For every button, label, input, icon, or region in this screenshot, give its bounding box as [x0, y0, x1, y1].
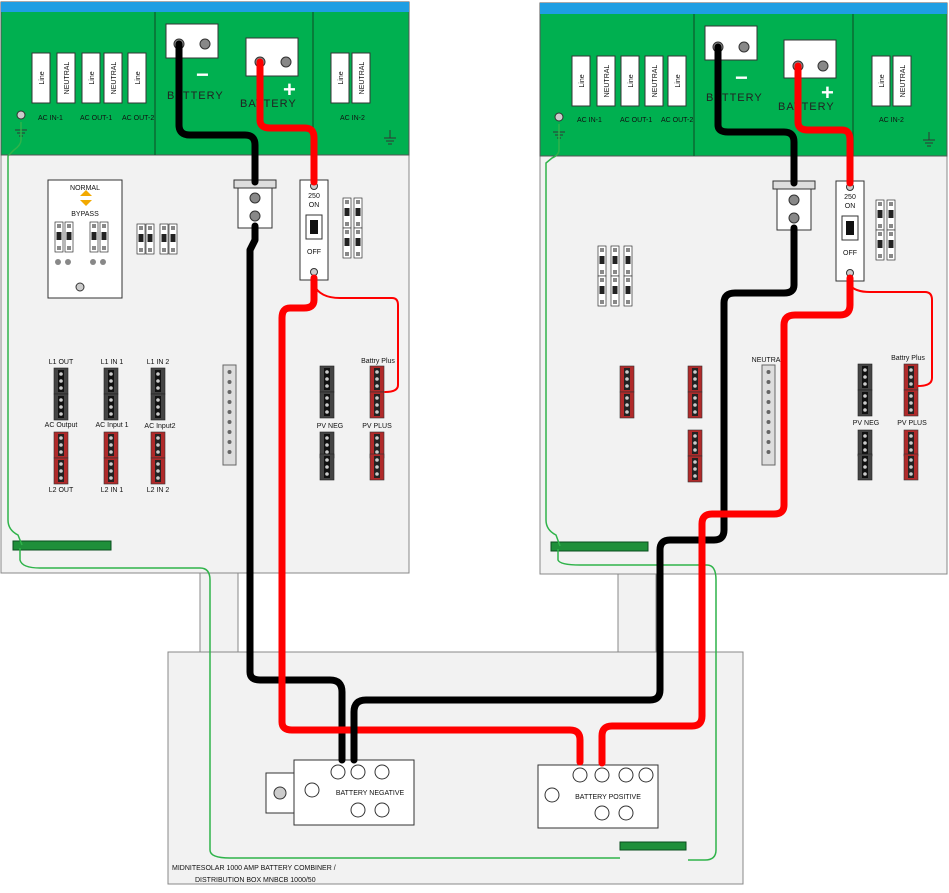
- main-breaker-right: 250 ON OFF: [835, 180, 865, 282]
- label-ac-out-2: AC OUT-2: [122, 115, 154, 122]
- label-l2-in-1: L2 IN 1: [101, 487, 124, 494]
- ground-bar-right: [550, 541, 649, 552]
- label-battery-positive: BATTERY POSITIVE: [575, 794, 641, 801]
- ground-wires: [7, 122, 717, 861]
- terminal-line-3: Line: [675, 74, 682, 87]
- terminal-neutral-2: NEUTRAL: [652, 65, 659, 98]
- breaker-off: OFF: [307, 249, 321, 256]
- label-pv-neg: PV NEG: [317, 423, 343, 430]
- label-bypass: BYPASS: [71, 211, 99, 218]
- terminal-line-1: Line: [39, 71, 46, 84]
- label-ac-in-1: AC IN-1: [38, 115, 63, 122]
- main-breaker-left: 250 ON OFF: [299, 179, 329, 281]
- battery-wires: [175, 40, 933, 767]
- label-battery-positive: BATTERY: [778, 101, 835, 113]
- label-ac-in-2: AC IN-2: [879, 117, 904, 124]
- minus-sign: −: [196, 62, 209, 87]
- ground-bar-left: [12, 540, 112, 551]
- breaker-on: ON: [309, 202, 320, 209]
- combiner-title-line2: DISTRIBUTION BOX MNBCB 1000/50: [195, 877, 316, 884]
- label-ac-out-1: AC OUT-1: [620, 117, 652, 124]
- label-l1-out: L1 OUT: [49, 359, 74, 366]
- combiner-title-line1: MIDNITESOLAR 1000 AMP BATTERY COMBINER /: [172, 865, 336, 872]
- terminal-line-4: Line: [879, 74, 886, 87]
- terminal-line-2: Line: [89, 71, 96, 84]
- terminal-line-3: Line: [135, 71, 142, 84]
- label-ac-output: AC Output: [45, 422, 78, 429]
- label-battery-plus: Battry Plus: [361, 358, 395, 365]
- label-ac-input-2: AC Input2: [144, 423, 175, 430]
- label-battery-plus: Battry Plus: [891, 355, 925, 362]
- label-ac-out-2: AC OUT-2: [661, 117, 693, 124]
- terminal-neutral-1: NEUTRAL: [64, 62, 71, 95]
- terminal-neutral-2: NEUTRAL: [111, 62, 118, 95]
- label-normal: NORMAL: [70, 185, 100, 192]
- breaker-rating: 250: [308, 193, 320, 200]
- shunt-right: [772, 180, 816, 231]
- label-neutral: NEUTRAL: [752, 357, 785, 364]
- combiner-box: BATTERY NEGATIVE BATTERY POSITIVE MIDNIT…: [167, 651, 744, 885]
- busbar-group-left: L1 OUT L1 IN 1 L1 IN 2 AC Output AC Inpu…: [45, 358, 396, 494]
- terminal-neutral-4: NEUTRAL: [900, 65, 907, 98]
- label-l1-in-2: L1 IN 2: [147, 359, 170, 366]
- label-battery-negative: BATTERY NEGATIVE: [336, 790, 405, 797]
- terminal-neutral-4: NEUTRAL: [359, 62, 366, 95]
- label-pv-plus: PV PLUS: [897, 420, 927, 427]
- terminal-line-1: Line: [579, 74, 586, 87]
- busbar-group-right: NEUTRAL Battry Plus PV NEG PV PLUS: [619, 355, 927, 483]
- bypass-switch-left: NORMAL BYPASS: [47, 179, 123, 299]
- plus-sign: +: [821, 80, 834, 105]
- terminal-line-4: Line: [338, 71, 345, 84]
- label-l2-out: L2 OUT: [49, 487, 74, 494]
- label-ac-input-1: AC Input 1: [95, 422, 128, 429]
- label-pv-plus: PV PLUS: [362, 423, 392, 430]
- terminal-neutral-1: NEUTRAL: [604, 65, 611, 98]
- label-l1-in-1: L1 IN 1: [101, 359, 124, 366]
- breaker-rating: 250: [844, 194, 856, 201]
- label-l2-in-2: L2 IN 2: [147, 487, 170, 494]
- minus-sign: −: [735, 65, 748, 90]
- inverter-left: Line NEUTRAL Line NEUTRAL Line Line NEUT…: [0, 1, 410, 156]
- ground-bar-combiner: [619, 841, 687, 851]
- ac-terminal-block-left: Line NEUTRAL Line NEUTRAL Line Line NEUT…: [31, 52, 371, 104]
- shunt-left: [233, 179, 277, 229]
- label-ac-in-1: AC IN-1: [577, 117, 602, 124]
- breaker-off: OFF: [843, 250, 857, 257]
- label-battery-positive: BATTERY: [240, 98, 297, 110]
- plus-sign: +: [283, 77, 296, 102]
- label-ac-out-1: AC OUT-1: [80, 115, 112, 122]
- terminal-line-2: Line: [628, 74, 635, 87]
- breaker-on: ON: [845, 203, 856, 210]
- label-pv-neg: PV NEG: [853, 420, 879, 427]
- label-ac-in-2: AC IN-2: [340, 115, 365, 122]
